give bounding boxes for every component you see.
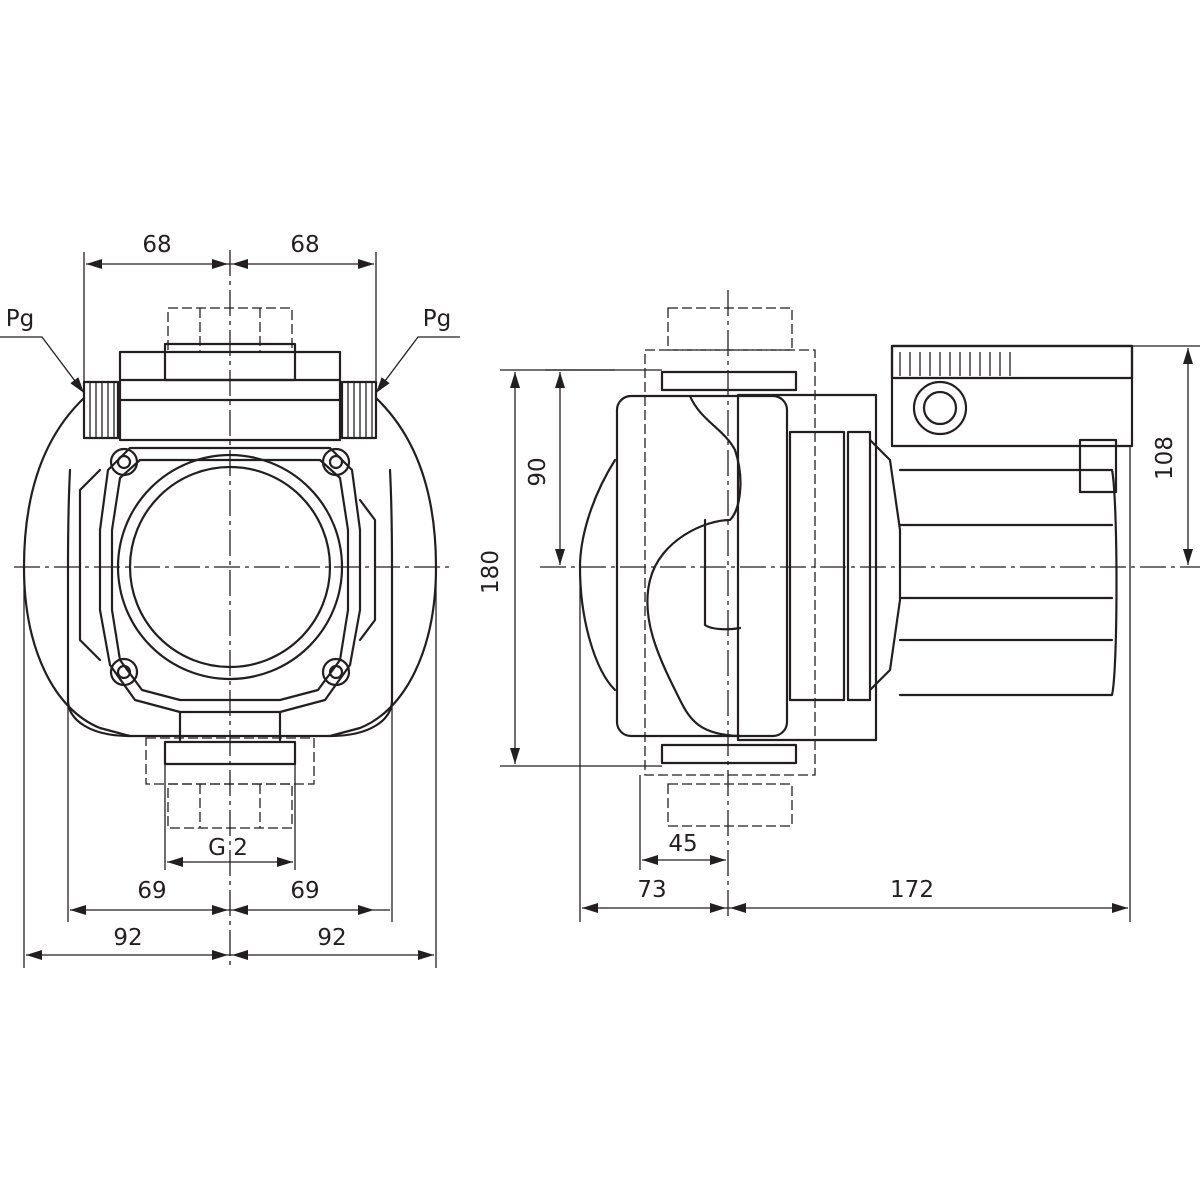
bolt-icon: [109, 447, 139, 477]
dim-front-inner-right: 69: [290, 878, 319, 904]
dim-front-outer-left: 92: [113, 925, 142, 951]
dim-front-top-left: 68: [142, 232, 171, 258]
cable-entry-left-label: Pg: [6, 306, 34, 332]
dim-side-module-height: 108: [1152, 436, 1178, 480]
bolt-icon: [321, 447, 351, 477]
control-knob-icon: [912, 380, 968, 436]
cable-entry-right-label: Pg: [423, 306, 451, 332]
dim-side-flange: 45: [668, 831, 697, 857]
module-vent-grille-icon: [899, 352, 1011, 376]
dim-front-top-right: 68: [290, 232, 319, 258]
dim-side-right: 172: [890, 877, 934, 903]
dim-side-left: 73: [637, 877, 666, 903]
cable-gland-left-icon: [82, 380, 120, 440]
front-view: 68 68 Pg Pg G 2 69 69 92 92: [0, 232, 460, 970]
bolt-icon: [321, 657, 351, 687]
side-view: 180 90 108 45 73 172: [478, 290, 1200, 922]
thread-size-label: G 2: [208, 835, 248, 861]
dim-side-height-upper: 90: [525, 457, 551, 486]
bolt-icon: [109, 657, 139, 687]
cable-gland-right-icon: [340, 380, 378, 440]
dim-side-height-total: 180: [478, 550, 504, 594]
dim-front-outer-right: 92: [317, 925, 346, 951]
dim-front-inner-left: 69: [137, 878, 166, 904]
